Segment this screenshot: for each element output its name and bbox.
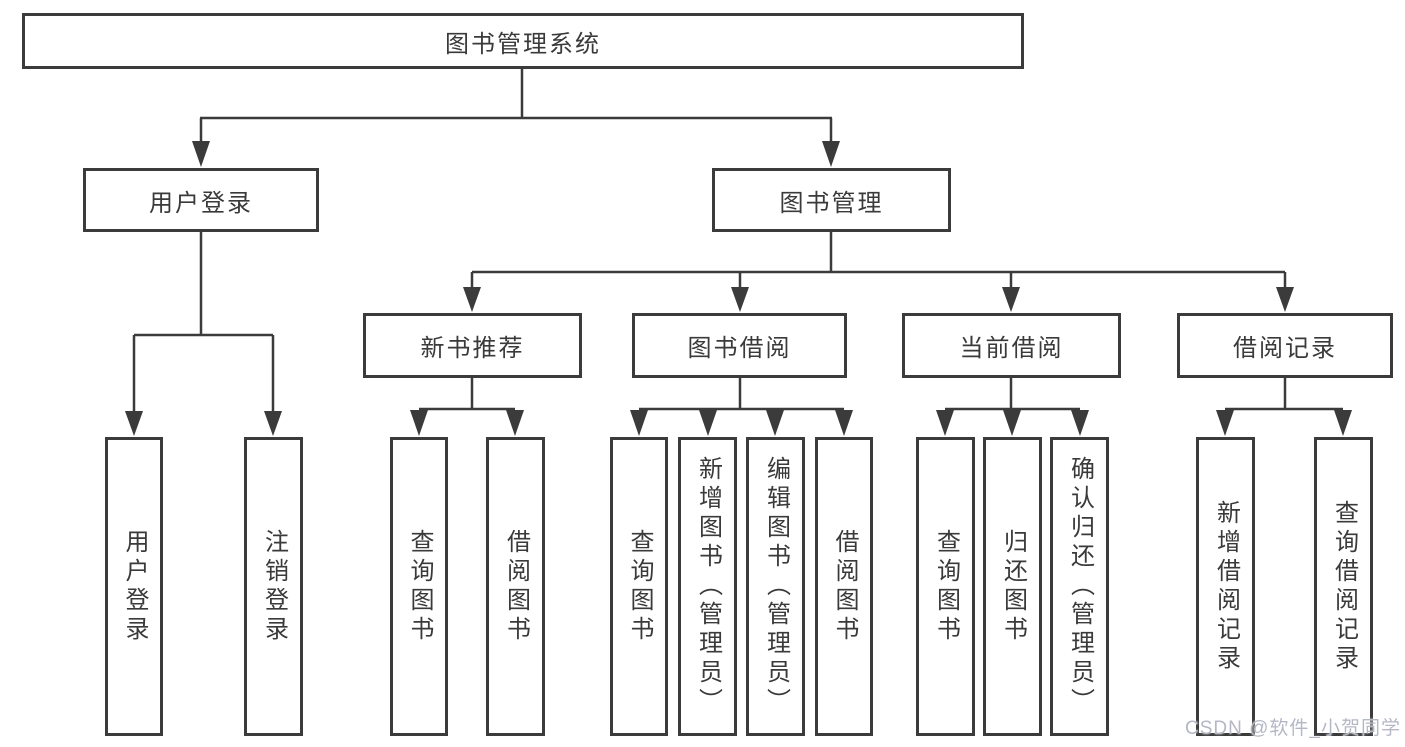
node-label: 借阅记录 (1233, 335, 1337, 362)
leaf-confirm-return-admin: 确认归还（管理员） (1050, 437, 1109, 736)
leaf-logout: 注销登录 (244, 437, 303, 736)
arrowhead-icon (1216, 410, 1234, 436)
leaf-query-borrow-record: 查询借阅记录 (1314, 437, 1373, 736)
leaf-label: 新增借阅记录 (1212, 499, 1240, 674)
node-borrow-records: 借阅记录 (1177, 313, 1393, 378)
arrowhead-icon (264, 411, 282, 436)
arrowhead-icon (1003, 410, 1021, 436)
leaf-label: 查询借阅记录 (1330, 499, 1358, 674)
node-book-borrow: 图书借阅 (632, 313, 847, 378)
leaf-edit-book-admin: 编辑图书（管理员） (746, 437, 805, 736)
node-root-library-system: 图书管理系统 (22, 13, 1024, 69)
arrowhead-icon (125, 411, 143, 436)
leaf-label: 用户登录 (121, 528, 148, 645)
leaf-query-books-recommend: 查询图书 (390, 437, 448, 736)
arrowhead-icon (630, 410, 648, 436)
arrowhead-icon (1276, 287, 1294, 312)
arrowhead-icon (192, 141, 210, 167)
leaf-query-books-borrow: 查询图书 (610, 437, 668, 736)
leaf-label: 注销登录 (260, 528, 288, 645)
arrowhead-icon (731, 287, 749, 312)
leaf-borrow-books-recommend: 借阅图书 (486, 437, 545, 736)
leaf-label: 新增图书（管理员） (694, 456, 722, 717)
node-label: 新书推荐 (420, 335, 525, 362)
leaf-label: 查询图书 (932, 528, 960, 645)
leaf-user-login: 用户登录 (105, 437, 163, 736)
arrowhead-icon (936, 410, 954, 436)
arrowhead-icon (835, 410, 853, 436)
node-new-book-recommend: 新书推荐 (363, 313, 582, 378)
node-user-login: 用户登录 (83, 168, 319, 232)
leaf-label: 借阅图书 (831, 528, 858, 645)
csdn-watermark: CSDN @软件_小贺同学 (1185, 718, 1401, 739)
arrowhead-icon (1002, 287, 1020, 312)
leaf-query-books-current: 查询图书 (916, 437, 975, 736)
arrowhead-icon (1334, 410, 1352, 436)
node-label: 图书借阅 (687, 335, 792, 362)
leaf-label: 查询图书 (626, 528, 653, 645)
node-current-borrow: 当前借阅 (902, 313, 1121, 378)
node-label: 当前借阅 (959, 335, 1064, 362)
leaf-add-book-admin: 新增图书（管理员） (678, 437, 737, 736)
leaf-label: 确认归还（管理员） (1066, 456, 1094, 717)
arrowhead-icon (463, 287, 481, 312)
leaf-label: 编辑图书（管理员） (762, 456, 790, 717)
node-label: 图书管理系统 (445, 30, 601, 58)
arrowhead-icon (506, 410, 524, 436)
node-label: 用户登录 (149, 189, 253, 217)
leaf-borrow-books: 借阅图书 (815, 437, 873, 736)
arrowhead-icon (410, 410, 428, 436)
node-label: 图书管理 (779, 189, 884, 217)
arrowhead-icon (699, 410, 717, 436)
leaf-add-borrow-record: 新增借阅记录 (1196, 437, 1255, 736)
leaf-label: 借阅图书 (502, 528, 530, 645)
leaf-label: 查询图书 (406, 528, 433, 645)
arrowhead-icon (822, 141, 840, 167)
arrowhead-icon (1071, 410, 1089, 436)
leaf-label: 归还图书 (999, 528, 1027, 645)
leaf-return-book: 归还图书 (983, 437, 1042, 736)
arrowhead-icon (766, 410, 784, 436)
node-book-management: 图书管理 (712, 168, 951, 232)
